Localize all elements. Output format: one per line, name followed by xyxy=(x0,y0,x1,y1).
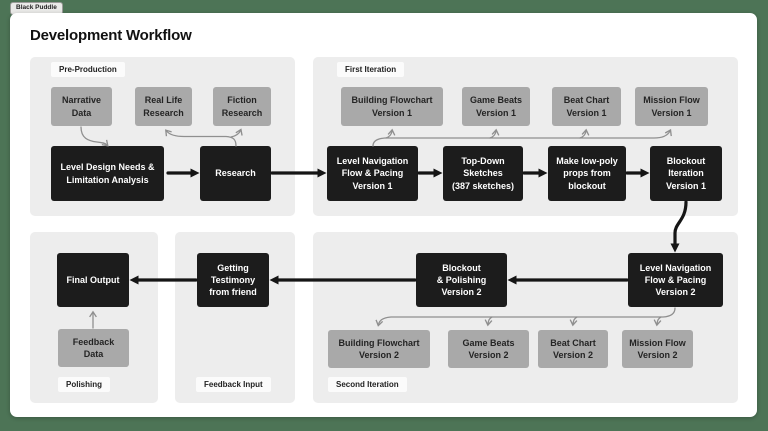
node-building-flowchart-v2[interactable]: Building Flowchart Version 2 xyxy=(328,330,430,368)
node-label: Real Life Research xyxy=(143,95,184,118)
node-game-beats-v1[interactable]: Game Beats Version 1 xyxy=(462,87,530,126)
node-label: Game Beats Version 1 xyxy=(469,95,523,118)
node-feedback-data[interactable]: Feedback Data xyxy=(58,329,129,367)
node-label: Building Flowchart Version 1 xyxy=(351,95,433,118)
page-title: Development Workflow xyxy=(30,27,192,44)
node-narrative-data[interactable]: Narrative Data xyxy=(51,87,112,126)
node-label: Narrative Data xyxy=(61,95,102,118)
node-label: Level Navigation Flow & Pacing Version 2 xyxy=(639,262,712,298)
node-make-low-poly[interactable]: Make low-poly props from blockout xyxy=(548,146,626,201)
section-label-second-iteration: Second Iteration xyxy=(328,377,407,392)
node-label: Beat Chart Version 1 xyxy=(563,95,610,118)
node-mission-flow-v2[interactable]: Mission Flow Version 2 xyxy=(622,330,693,368)
node-game-beats-v2[interactable]: Game Beats Version 2 xyxy=(448,330,529,368)
node-label: Fiction Research xyxy=(221,95,263,118)
node-level-nav-v1[interactable]: Level Navigation Flow & Pacing Version 1 xyxy=(327,146,418,201)
node-label: Getting Testimony from friend xyxy=(209,262,257,298)
node-label: Blockout Iteration Version 1 xyxy=(665,156,707,191)
node-label: Mission Flow Version 2 xyxy=(629,337,686,360)
node-blockout-iteration-v1[interactable]: Blockout Iteration Version 1 xyxy=(650,146,722,201)
node-label: Level Navigation Flow & Pacing Version 1 xyxy=(336,156,409,191)
node-mission-flow-v1[interactable]: Mission Flow Version 1 xyxy=(635,87,708,126)
node-real-life-research[interactable]: Real Life Research xyxy=(135,87,192,126)
node-beat-chart-v2[interactable]: Beat Chart Version 2 xyxy=(538,330,608,368)
node-label: Beat Chart Version 2 xyxy=(550,337,596,360)
node-building-flowchart-v1[interactable]: Building Flowchart Version 1 xyxy=(341,87,443,126)
node-level-nav-v2[interactable]: Level Navigation Flow & Pacing Version 2 xyxy=(628,253,723,307)
node-label: Building Flowchart Version 2 xyxy=(338,337,420,360)
node-label: Blockout & Polishing Version 2 xyxy=(436,262,487,298)
node-label: Game Beats Version 2 xyxy=(462,337,515,360)
node-label: Final Output xyxy=(66,274,120,285)
node-beat-chart-v1[interactable]: Beat Chart Version 1 xyxy=(552,87,621,126)
section-label-first-iteration: First Iteration xyxy=(337,62,405,77)
node-final-output[interactable]: Final Output xyxy=(57,253,129,307)
section-label-pre-production: Pre-Production xyxy=(51,62,125,77)
node-label: Make low-poly props from blockout xyxy=(556,156,618,191)
node-top-down-sketches[interactable]: Top-Down Sketches (387 sketches) xyxy=(443,146,523,201)
node-label: Research xyxy=(215,168,256,179)
node-level-design-needs[interactable]: Level Design Needs & Limitation Analysis xyxy=(51,146,164,201)
section-label-feedback-input: Feedback Input xyxy=(196,377,271,392)
node-blockout-polishing-v2[interactable]: Blockout & Polishing Version 2 xyxy=(416,253,507,307)
section-label-polishing: Polishing xyxy=(58,377,110,392)
node-getting-testimony[interactable]: Getting Testimony from friend xyxy=(197,253,269,307)
node-label: Top-Down Sketches (387 sketches) xyxy=(451,156,515,191)
node-label: Mission Flow Version 1 xyxy=(643,95,700,118)
node-research[interactable]: Research xyxy=(200,146,271,201)
node-label: Level Design Needs & Limitation Analysis xyxy=(60,162,155,185)
node-fiction-research[interactable]: Fiction Research xyxy=(213,87,271,126)
node-label: Feedback Data xyxy=(72,336,115,359)
